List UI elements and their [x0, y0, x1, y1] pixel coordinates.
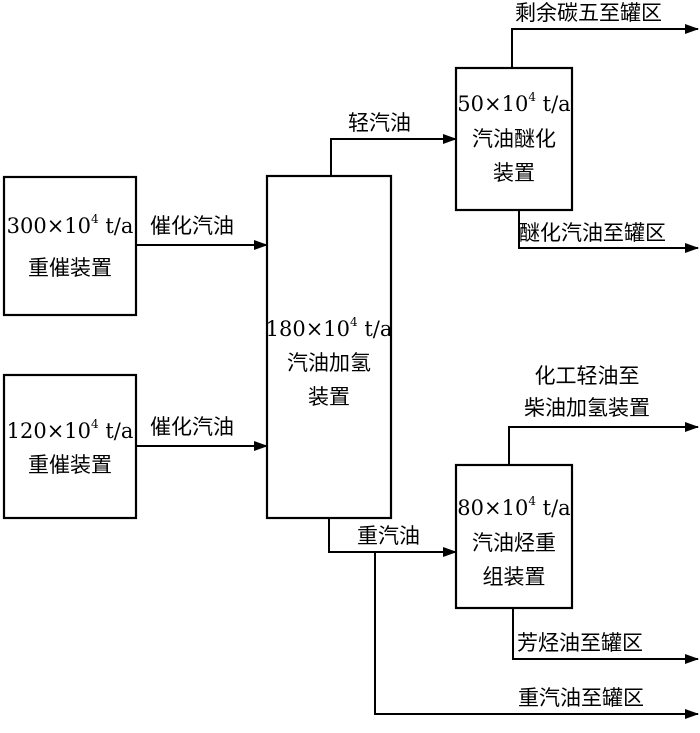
heavy-gasoline-to-tank-arrow — [374, 552, 699, 719]
residual-c5-arrow — [511, 24, 699, 68]
aromatic-oil-arrow — [512, 608, 699, 664]
feed-unit-2-box — [2, 373, 138, 520]
ether-gasoline-arrow — [518, 210, 699, 253]
feed-unit-1-box — [2, 175, 138, 317]
heavy-gasoline-label: 重汽油 — [357, 524, 420, 548]
ether-gasoline-label: 醚化汽油至罐区 — [519, 221, 666, 245]
ether-unit-name-line2: 装置 — [493, 161, 535, 185]
etherification-unit-box — [454, 66, 574, 212]
heavy-gasoline-tank-label: 重汽油至罐区 — [518, 686, 644, 710]
heavy-gasoline-arrow — [328, 518, 457, 557]
hydrogenation-unit-box — [265, 174, 393, 520]
hydro-unit-capacity: 180×104 t/a — [266, 315, 393, 341]
hydro-unit-name-line1: 汽油加氢 — [287, 351, 371, 375]
ether-unit-name-line1: 汽油醚化 — [472, 127, 556, 151]
feed-unit-1-name: 重催装置 — [28, 256, 112, 280]
feed-unit-2-capacity: 120×104 t/a — [7, 417, 134, 443]
chem-light-oil-arrow — [508, 422, 699, 465]
cat-gasoline-label-1: 催化汽油 — [150, 214, 234, 238]
ether-unit-capacity: 50×104 t/a — [457, 90, 570, 116]
feed-unit-1-capacity: 300×104 t/a — [7, 212, 134, 238]
reform-unit-name-line2: 组装置 — [483, 565, 546, 589]
chem-light-oil-label-line2: 柴油加氢装置 — [524, 396, 650, 420]
reform-unit-capacity: 80×104 t/a — [457, 494, 570, 520]
light-gasoline-arrow — [330, 134, 457, 176]
cat-gasoline-label-2: 催化汽油 — [150, 415, 234, 439]
aromatic-oil-label: 芳烃油至罐区 — [517, 631, 643, 655]
reforming-unit-box — [454, 463, 574, 610]
reform-unit-name-line1: 汽油烃重 — [472, 531, 556, 555]
light-gasoline-label: 轻汽油 — [348, 111, 411, 135]
residual-c5-label: 剩余碳五至罐区 — [515, 1, 662, 25]
feed-unit-2-name: 重催装置 — [28, 453, 112, 477]
chem-light-oil-label-line1: 化工轻油至 — [535, 364, 640, 388]
hydro-unit-name-line2: 装置 — [308, 385, 350, 409]
